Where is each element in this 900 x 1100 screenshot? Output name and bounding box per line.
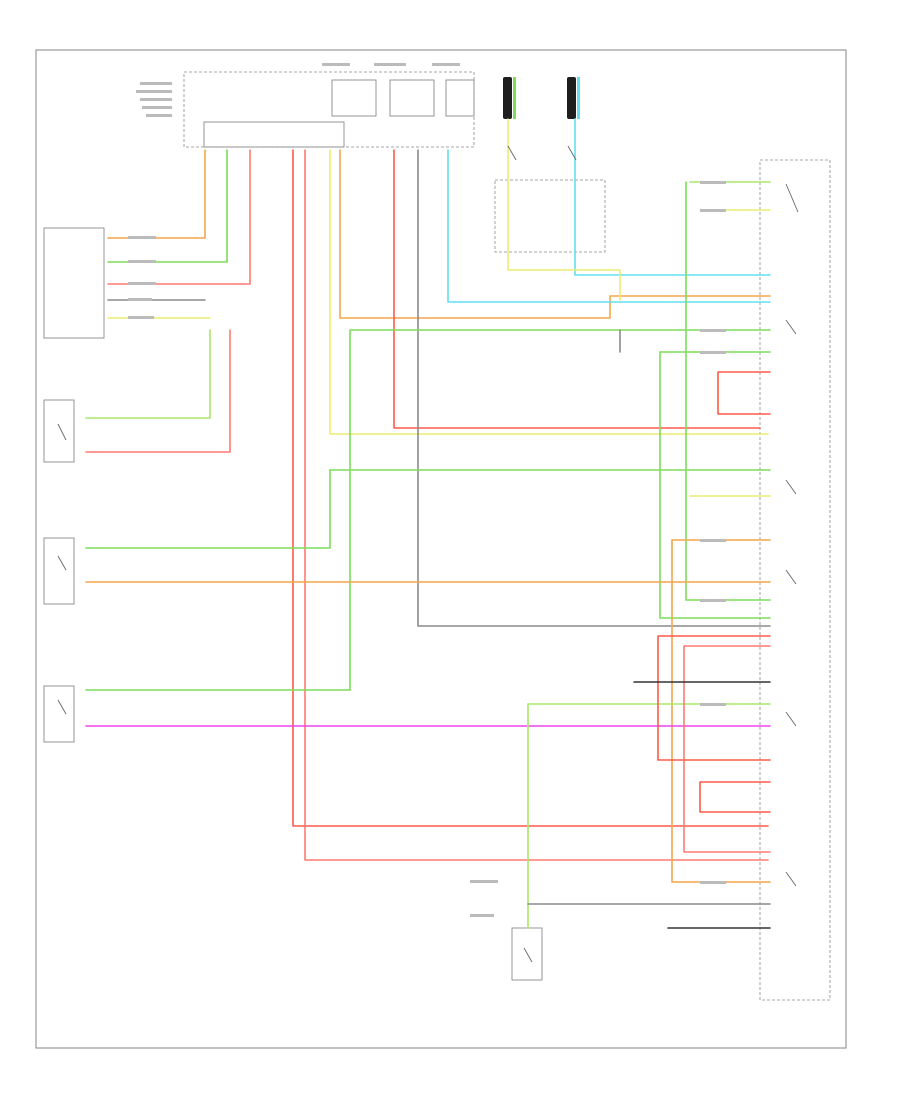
fusible-link-2 — [567, 77, 580, 119]
connector-block-left — [43, 227, 105, 339]
right-module — [759, 159, 831, 1001]
bottom-switch — [511, 927, 543, 981]
relay-box — [494, 179, 606, 253]
fuse-box — [136, 63, 475, 148]
fusible-link-1 — [503, 77, 516, 119]
wire-labels — [128, 181, 726, 917]
switch-left-1 — [43, 399, 75, 463]
switch-symbols — [57, 145, 799, 963]
switch-left-2 — [43, 537, 75, 605]
wires — [85, 118, 771, 929]
diagram-frame — [35, 49, 847, 1049]
switch-left-3 — [43, 685, 75, 743]
